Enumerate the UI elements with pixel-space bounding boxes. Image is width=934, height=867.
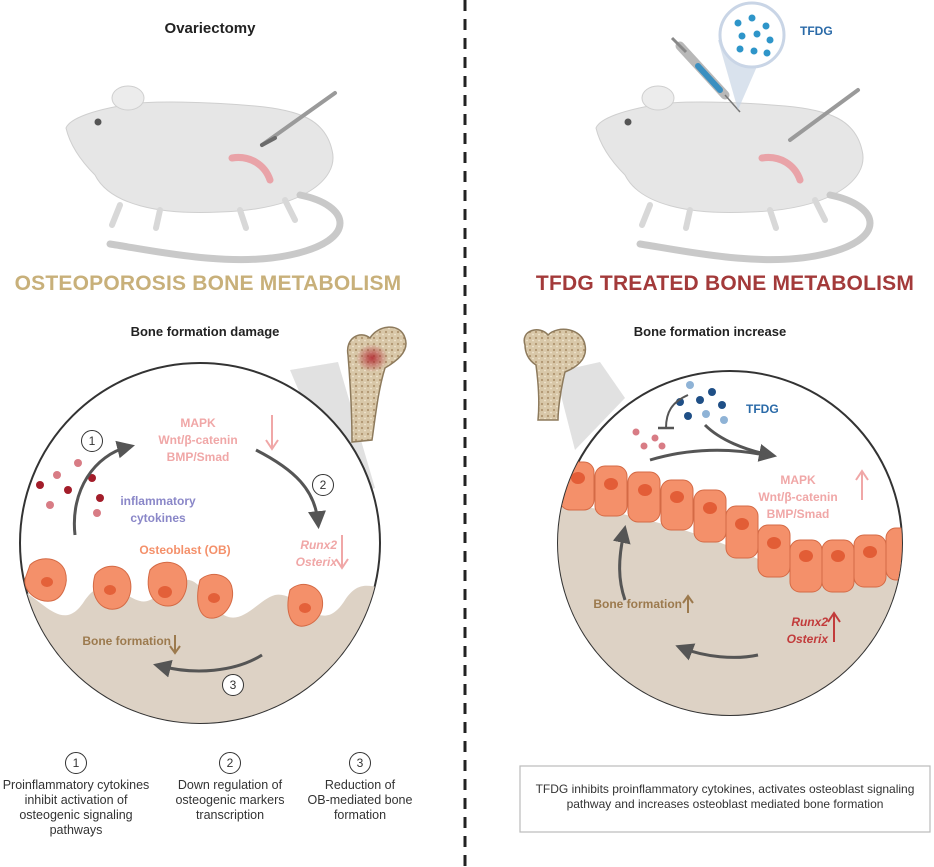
- left-title: Ovariectomy: [164, 20, 256, 37]
- right-markers: Runx2 Osterix: [770, 614, 828, 648]
- syringe-icon: [670, 36, 741, 113]
- right-femur-callout: [523, 328, 625, 450]
- note-1: 1 Proinflammatory cytokines inhibit acti…: [0, 752, 152, 838]
- left-step-2: 2: [312, 474, 334, 496]
- right-marker-runx2: Runx2: [791, 615, 828, 629]
- right-arrow-left: [612, 524, 631, 601]
- right-osteoblasts: [559, 461, 902, 593]
- left-cytokine-dots: [36, 459, 104, 517]
- cytokines-label-line1: inflammatory: [120, 494, 196, 508]
- right-pathway-mapk: MAPK: [780, 473, 816, 487]
- right-subheading: Bone formation increase: [633, 324, 787, 339]
- note-1-line4: pathways: [49, 823, 103, 837]
- pathway-mapk: MAPK: [180, 416, 216, 430]
- left-step-3: 3: [222, 674, 244, 696]
- marker-runx2: Runx2: [300, 538, 337, 552]
- cytokines-label-line2: cytokines: [130, 511, 186, 525]
- left-arrow-1: [72, 440, 135, 536]
- note-3-number: 3: [349, 752, 371, 774]
- pathway-wnt: Wnt/β-catenin: [158, 433, 238, 447]
- left-arrow-2: [255, 448, 326, 530]
- right-pathways: MAPK Wnt/β-catenin BMP/Smad: [740, 472, 856, 523]
- left-arrow-3: [153, 653, 263, 678]
- note-1-number: 1: [65, 752, 87, 774]
- note-3-line2: OB-mediated bone: [307, 793, 413, 807]
- cytokines-label: inflammatory cytokines: [108, 493, 208, 527]
- pathway-bmp: BMP/Smad: [166, 450, 230, 464]
- left-heading: OSTEOPOROSIS BONE METABOLISM: [14, 272, 402, 295]
- syringe-tfdg-label: TFDG: [800, 24, 833, 38]
- note-1-line1: Proinflammatory cytokines: [2, 778, 150, 792]
- left-pathways: MAPK Wnt/β-catenin BMP/Smad: [140, 415, 256, 466]
- note-3-line1: Reduction of: [324, 778, 396, 792]
- left-subheading: Bone formation damage: [130, 324, 280, 339]
- right-pathway-wnt: Wnt/β-catenin: [758, 490, 838, 504]
- right-mouse: [595, 1, 874, 264]
- note-2-line1: Down regulation of: [177, 778, 283, 792]
- left-bone-formation-label: Bone formation: [82, 634, 171, 648]
- left-step-1: 1: [81, 430, 103, 452]
- right-arrow-bottom: [675, 643, 759, 661]
- right-heading: TFDG TREATED BONE METABOLISM: [535, 272, 915, 295]
- right-bone-formation-label: Bone formation: [593, 597, 682, 611]
- right-femur-icon: [523, 328, 587, 421]
- osteoblast-label: Osteoblast (OB): [139, 543, 231, 557]
- right-pathway-bmp: BMP/Smad: [766, 507, 830, 521]
- note-1-line2: inhibit activation of: [24, 793, 128, 807]
- summary-line2: pathway and increases osteoblast mediate…: [566, 797, 884, 811]
- left-femur-icon: [346, 326, 407, 443]
- note-3: 3 Reduction of OB-mediated bone formatio…: [305, 752, 415, 823]
- tfdg-zoom-bubble: [718, 1, 786, 69]
- marker-osterix: Osterix: [295, 555, 337, 569]
- summary-line1: TFDG inhibits proinflammatory cytokines,…: [535, 782, 915, 796]
- note-1-line3: osteogenic signaling: [19, 808, 133, 822]
- left-mouse: [65, 85, 344, 264]
- summary-box: [519, 765, 931, 833]
- right-tfdg-label: TFDG: [746, 402, 779, 416]
- note-2: 2 Down regulation of osteogenic markers …: [160, 752, 300, 823]
- scalpel-icon-right: [788, 88, 860, 142]
- note-2-number: 2: [219, 752, 241, 774]
- left-markers: Runx2 Osterix: [282, 537, 337, 571]
- right-cytokine-dots: [632, 428, 666, 450]
- right-marker-osterix: Osterix: [786, 632, 828, 646]
- right-tfdg-dots: [676, 381, 728, 424]
- summary-text: TFDG inhibits proinflammatory cytokines,…: [524, 782, 926, 812]
- inhibition-line: [665, 394, 689, 429]
- note-2-line3: transcription: [195, 808, 265, 822]
- note-3-line3: formation: [333, 808, 387, 822]
- note-2-line2: osteogenic markers: [175, 793, 285, 807]
